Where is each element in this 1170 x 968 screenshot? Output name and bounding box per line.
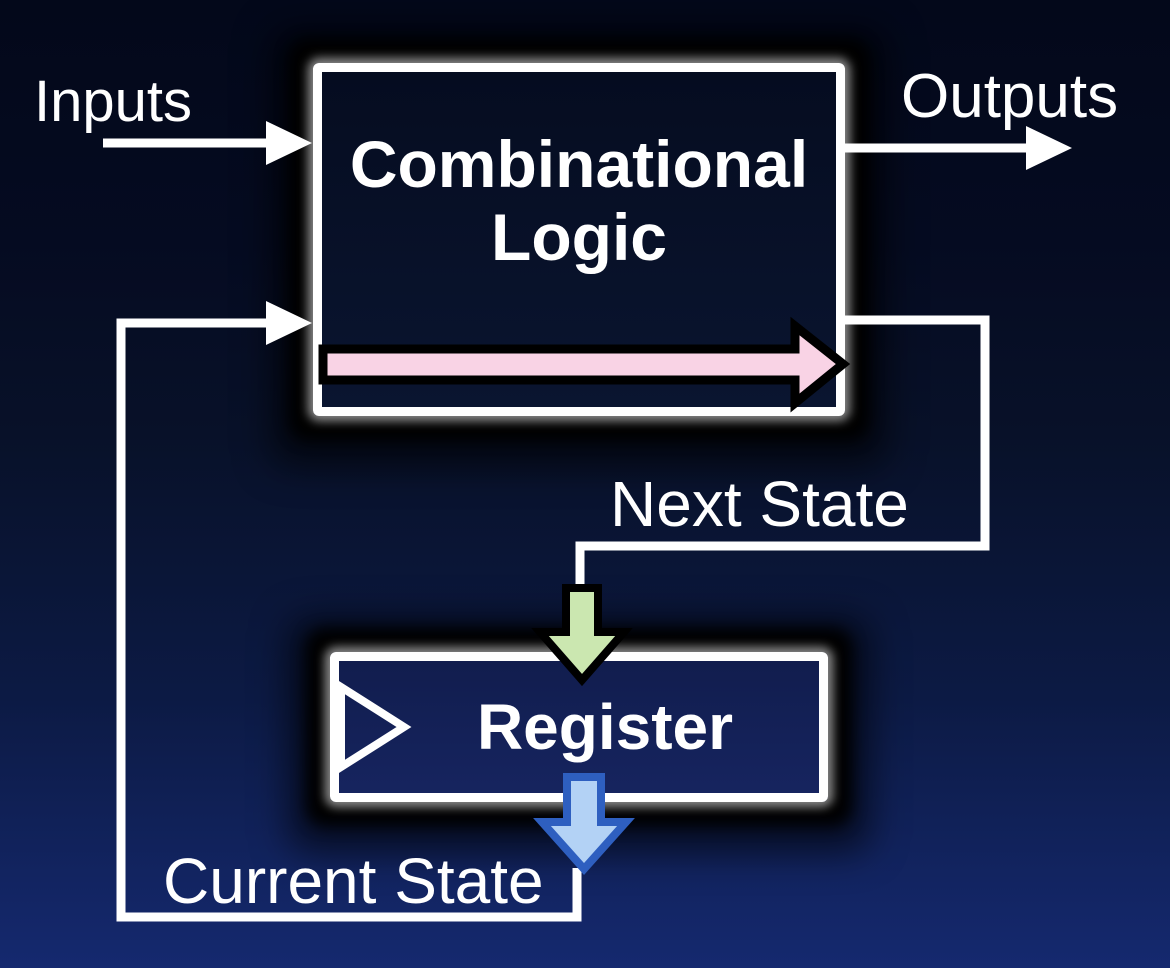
next-state-label: Next State — [610, 468, 909, 540]
outputs-label: Outputs — [901, 62, 1119, 131]
combinational-logic-block: Combinational Logic — [313, 63, 845, 416]
register-block: Register — [330, 652, 828, 802]
inputs-label: Inputs — [34, 69, 192, 134]
feedback-arrowhead-icon — [266, 301, 312, 345]
current-state-label: Current State — [163, 845, 544, 917]
register-label: Register — [476, 691, 734, 763]
combinational-logic-label: Combinational Logic — [349, 126, 809, 274]
outputs-arrowhead-icon — [1026, 126, 1072, 170]
inputs-arrowhead-icon — [266, 121, 312, 165]
